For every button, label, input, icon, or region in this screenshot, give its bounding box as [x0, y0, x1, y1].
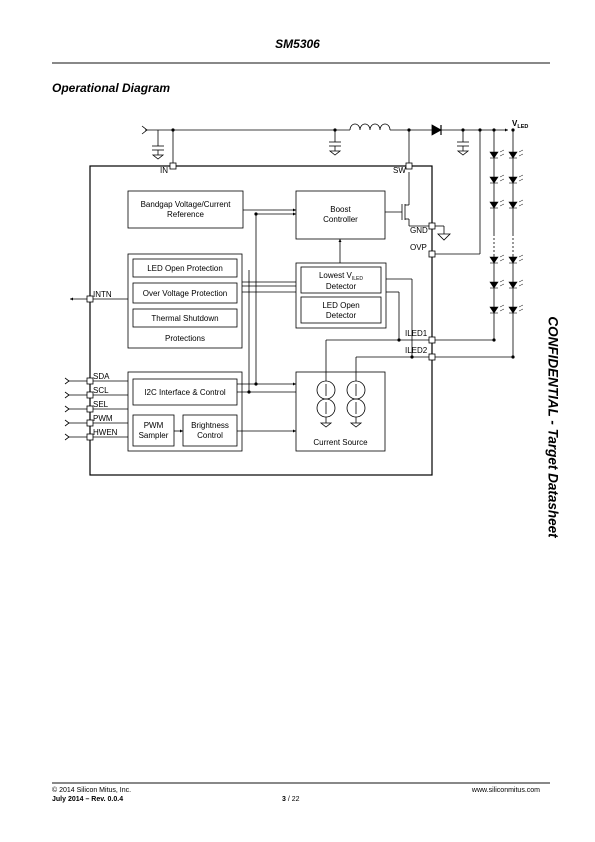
bandgap-block	[127, 190, 244, 229]
protections-block	[127, 253, 243, 349]
pin-label-pwm: PWM	[93, 414, 113, 423]
pin-label-in: IN	[160, 166, 168, 175]
thermal-shutdown-label: Thermal Shutdown	[151, 314, 218, 323]
current-source-label: Current Source	[313, 438, 368, 447]
pin-label-intn: INTN	[93, 290, 112, 299]
section-title: Operational Diagram	[52, 81, 171, 95]
led-open-detector-label-line1: LED Open	[322, 301, 359, 310]
brightness-label-line2: Control	[197, 431, 223, 440]
i2c-interface-label: I2C Interface & Control	[144, 388, 226, 397]
pin-label-sw: SW	[393, 166, 406, 175]
pin-label-ovp: OVP	[410, 243, 427, 252]
brightness-control-box	[182, 414, 238, 447]
document-title: SM5306	[275, 37, 320, 51]
footer-copyright: © 2014 Silicon Mitus, Inc.	[52, 787, 132, 794]
pin-label-sel: SEL	[93, 400, 109, 409]
pin-label-gnd: GND	[410, 226, 428, 235]
inductor-symbol	[349, 123, 391, 131]
ic-outline	[89, 165, 433, 476]
current-source-block	[295, 371, 386, 452]
boost-label-line1: Boost	[330, 205, 351, 214]
over-voltage-protection-label: Over Voltage Protection	[143, 289, 228, 298]
led-open-detector-box	[300, 296, 382, 324]
footer-page-current: 3	[282, 796, 286, 803]
brightness-label-line1: Brightness	[191, 421, 229, 430]
pin-label-hwen: HWEN	[93, 428, 118, 437]
pwm-sampler-box	[132, 414, 175, 447]
led-open-protection-box	[132, 258, 238, 278]
diode-symbol	[431, 124, 442, 136]
over-voltage-protection-box	[132, 282, 238, 304]
bandgap-label-line1: Bandgap Voltage/Current	[141, 200, 232, 209]
vled-label: VLED	[512, 119, 528, 130]
led-open-protection-label: LED Open Protection	[147, 264, 223, 273]
footer-rule	[52, 782, 550, 784]
boost-label-line2: Controller	[323, 215, 358, 224]
pwm-sampler-label-line1: PWM	[144, 421, 164, 430]
led-open-detector-label-line2: Detector	[326, 311, 357, 320]
interface-block	[127, 371, 243, 452]
bandgap-label-line2: Reference	[167, 210, 204, 219]
confidential-watermark: CONFIDENTIAL - Target Datasheet	[545, 316, 561, 538]
header-rule	[52, 62, 550, 64]
footer-website: www.siliconmitus.com	[471, 787, 540, 794]
lowest-vled-label-line2: Detector	[326, 282, 357, 291]
lowest-vled-label: Lowest VILED	[319, 271, 363, 282]
lowest-vled-detector-box	[300, 266, 382, 294]
thermal-shutdown-box	[132, 308, 238, 328]
pwm-sampler-label-line2: Sampler	[139, 431, 169, 440]
protections-label: Protections	[165, 334, 205, 343]
pin-label-sda: SDA	[93, 372, 110, 381]
pin-label-iled2: ILED2	[405, 346, 428, 355]
pin-label-scl: SCL	[93, 386, 109, 395]
detector-block	[295, 262, 387, 329]
input-arrow-icon	[141, 125, 148, 135]
footer-page-number: 3 / 22	[282, 796, 300, 803]
footer-date-revision: July 2014 – Rev. 0.0.4	[52, 796, 124, 803]
footer-page-total: / 22	[285, 796, 300, 803]
pin-label-iled1: ILED1	[405, 329, 428, 338]
